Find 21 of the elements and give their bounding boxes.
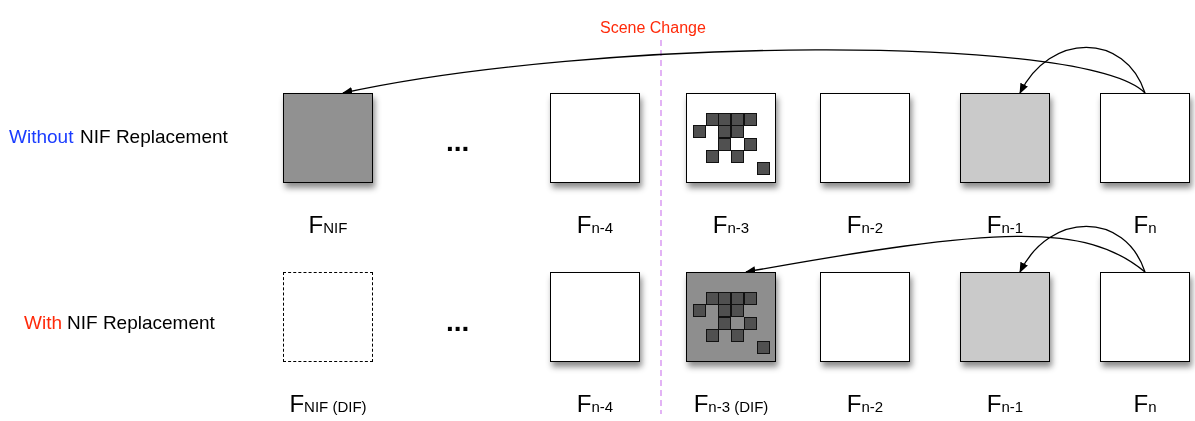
frame-box xyxy=(1100,93,1190,183)
row-label: NIF Replacement xyxy=(67,312,215,334)
frame-box xyxy=(960,93,1050,183)
row-label: NIF Replacement xyxy=(80,126,228,148)
frame-box xyxy=(686,93,776,183)
frame-box xyxy=(283,272,373,362)
frame-box xyxy=(960,272,1050,362)
ellipsis: ... xyxy=(446,126,470,158)
row-label: Without xyxy=(9,126,74,148)
ellipsis: ... xyxy=(446,306,470,338)
frame-box xyxy=(283,93,373,183)
arrow xyxy=(1019,225,1146,273)
frame-box xyxy=(686,272,776,362)
frame-box xyxy=(550,93,640,183)
frame-box xyxy=(820,272,910,362)
frame-box xyxy=(550,272,640,362)
scene-change-label: Scene Change xyxy=(600,19,706,37)
frame-box xyxy=(1100,272,1190,362)
arrow xyxy=(1019,46,1146,94)
row-label: With xyxy=(24,312,62,334)
frame-box xyxy=(820,93,910,183)
